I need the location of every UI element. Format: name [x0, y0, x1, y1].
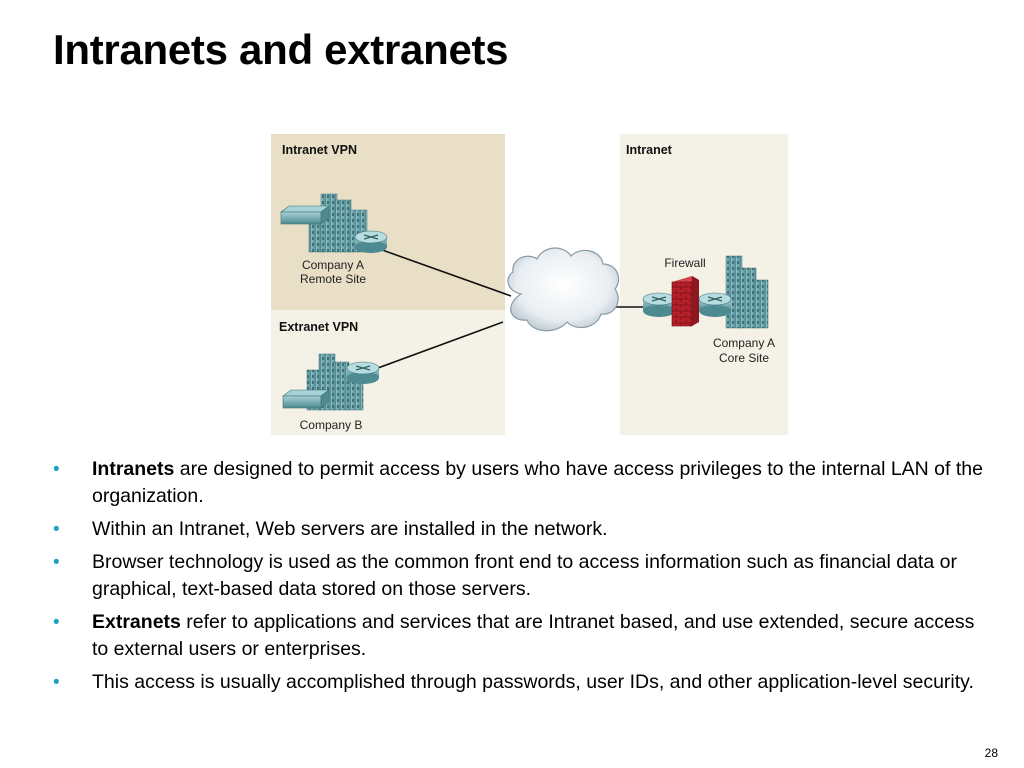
- bullet-item-web-servers: • Within an Intranet, Web servers are ins…: [53, 516, 993, 543]
- bullet-list: • Intranets are designed to permit access…: [53, 456, 993, 702]
- extranet-vpn-label: Extranet VPN: [279, 320, 358, 334]
- company-b-building-icon: [306, 353, 364, 411]
- intranet-vpn-label: Intranet VPN: [282, 143, 357, 157]
- remote-site-label-line2: Remote Site: [300, 272, 366, 286]
- bullet-item-intranets: • Intranets are designed to permit access…: [53, 456, 993, 510]
- core-router-left-icon: [642, 292, 676, 317]
- core-router-right-icon: [698, 292, 732, 317]
- bullet-text: Within an Intranet, Web servers are inst…: [92, 518, 608, 540]
- bullet-bold-term: Intranets: [92, 458, 175, 480]
- bullet-text: Browser technology is used as the common…: [92, 551, 957, 600]
- bullet-item-security: • This access is usually accomplished thr…: [53, 669, 993, 696]
- company-b-label: Company B: [300, 418, 363, 432]
- link-companyb-to-cloud: [366, 321, 504, 373]
- company-b-router-icon: [346, 361, 380, 384]
- bullet-dot-icon: •: [53, 672, 60, 693]
- slide-title: Intranets and extranets: [53, 26, 509, 73]
- company-b-switch-icon: [282, 389, 330, 409]
- bullet-item-browser: • Browser technology is used as the commo…: [53, 549, 993, 603]
- bullet-dot-icon: •: [53, 459, 60, 480]
- bullet-dot-icon: •: [53, 552, 60, 573]
- bullet-dot-icon: •: [53, 612, 60, 633]
- diagram-svg: Intranet VPN Extranet VPN Intranet Compa…: [271, 134, 788, 435]
- bullet-text: This access is usually accomplished thro…: [92, 671, 974, 693]
- bullet-dot-icon: •: [53, 519, 60, 540]
- bullet-text: are designed to permit access by users w…: [92, 458, 983, 507]
- core-site-label-line2: Core Site: [719, 351, 769, 365]
- remote-site-router-icon: [354, 230, 388, 253]
- intranet-label: Intranet: [626, 143, 673, 157]
- page-number: 28: [984, 746, 998, 760]
- firewall-icon: [671, 276, 699, 327]
- remote-site-switch-icon: [280, 205, 330, 225]
- network-diagram: Intranet VPN Extranet VPN Intranet Compa…: [271, 134, 788, 435]
- firewall-label: Firewall: [664, 256, 705, 270]
- remote-site-label-line1: Company A: [302, 258, 364, 272]
- internet-cloud-icon: [507, 247, 620, 332]
- bullet-text: refer to applications and services that …: [92, 611, 975, 660]
- bullet-bold-term: Extranets: [92, 611, 181, 633]
- core-site-label-line1: Company A: [713, 336, 775, 350]
- bullet-item-extranets: • Extranets refer to applications and ser…: [53, 609, 993, 663]
- link-remote-to-cloud: [370, 245, 512, 297]
